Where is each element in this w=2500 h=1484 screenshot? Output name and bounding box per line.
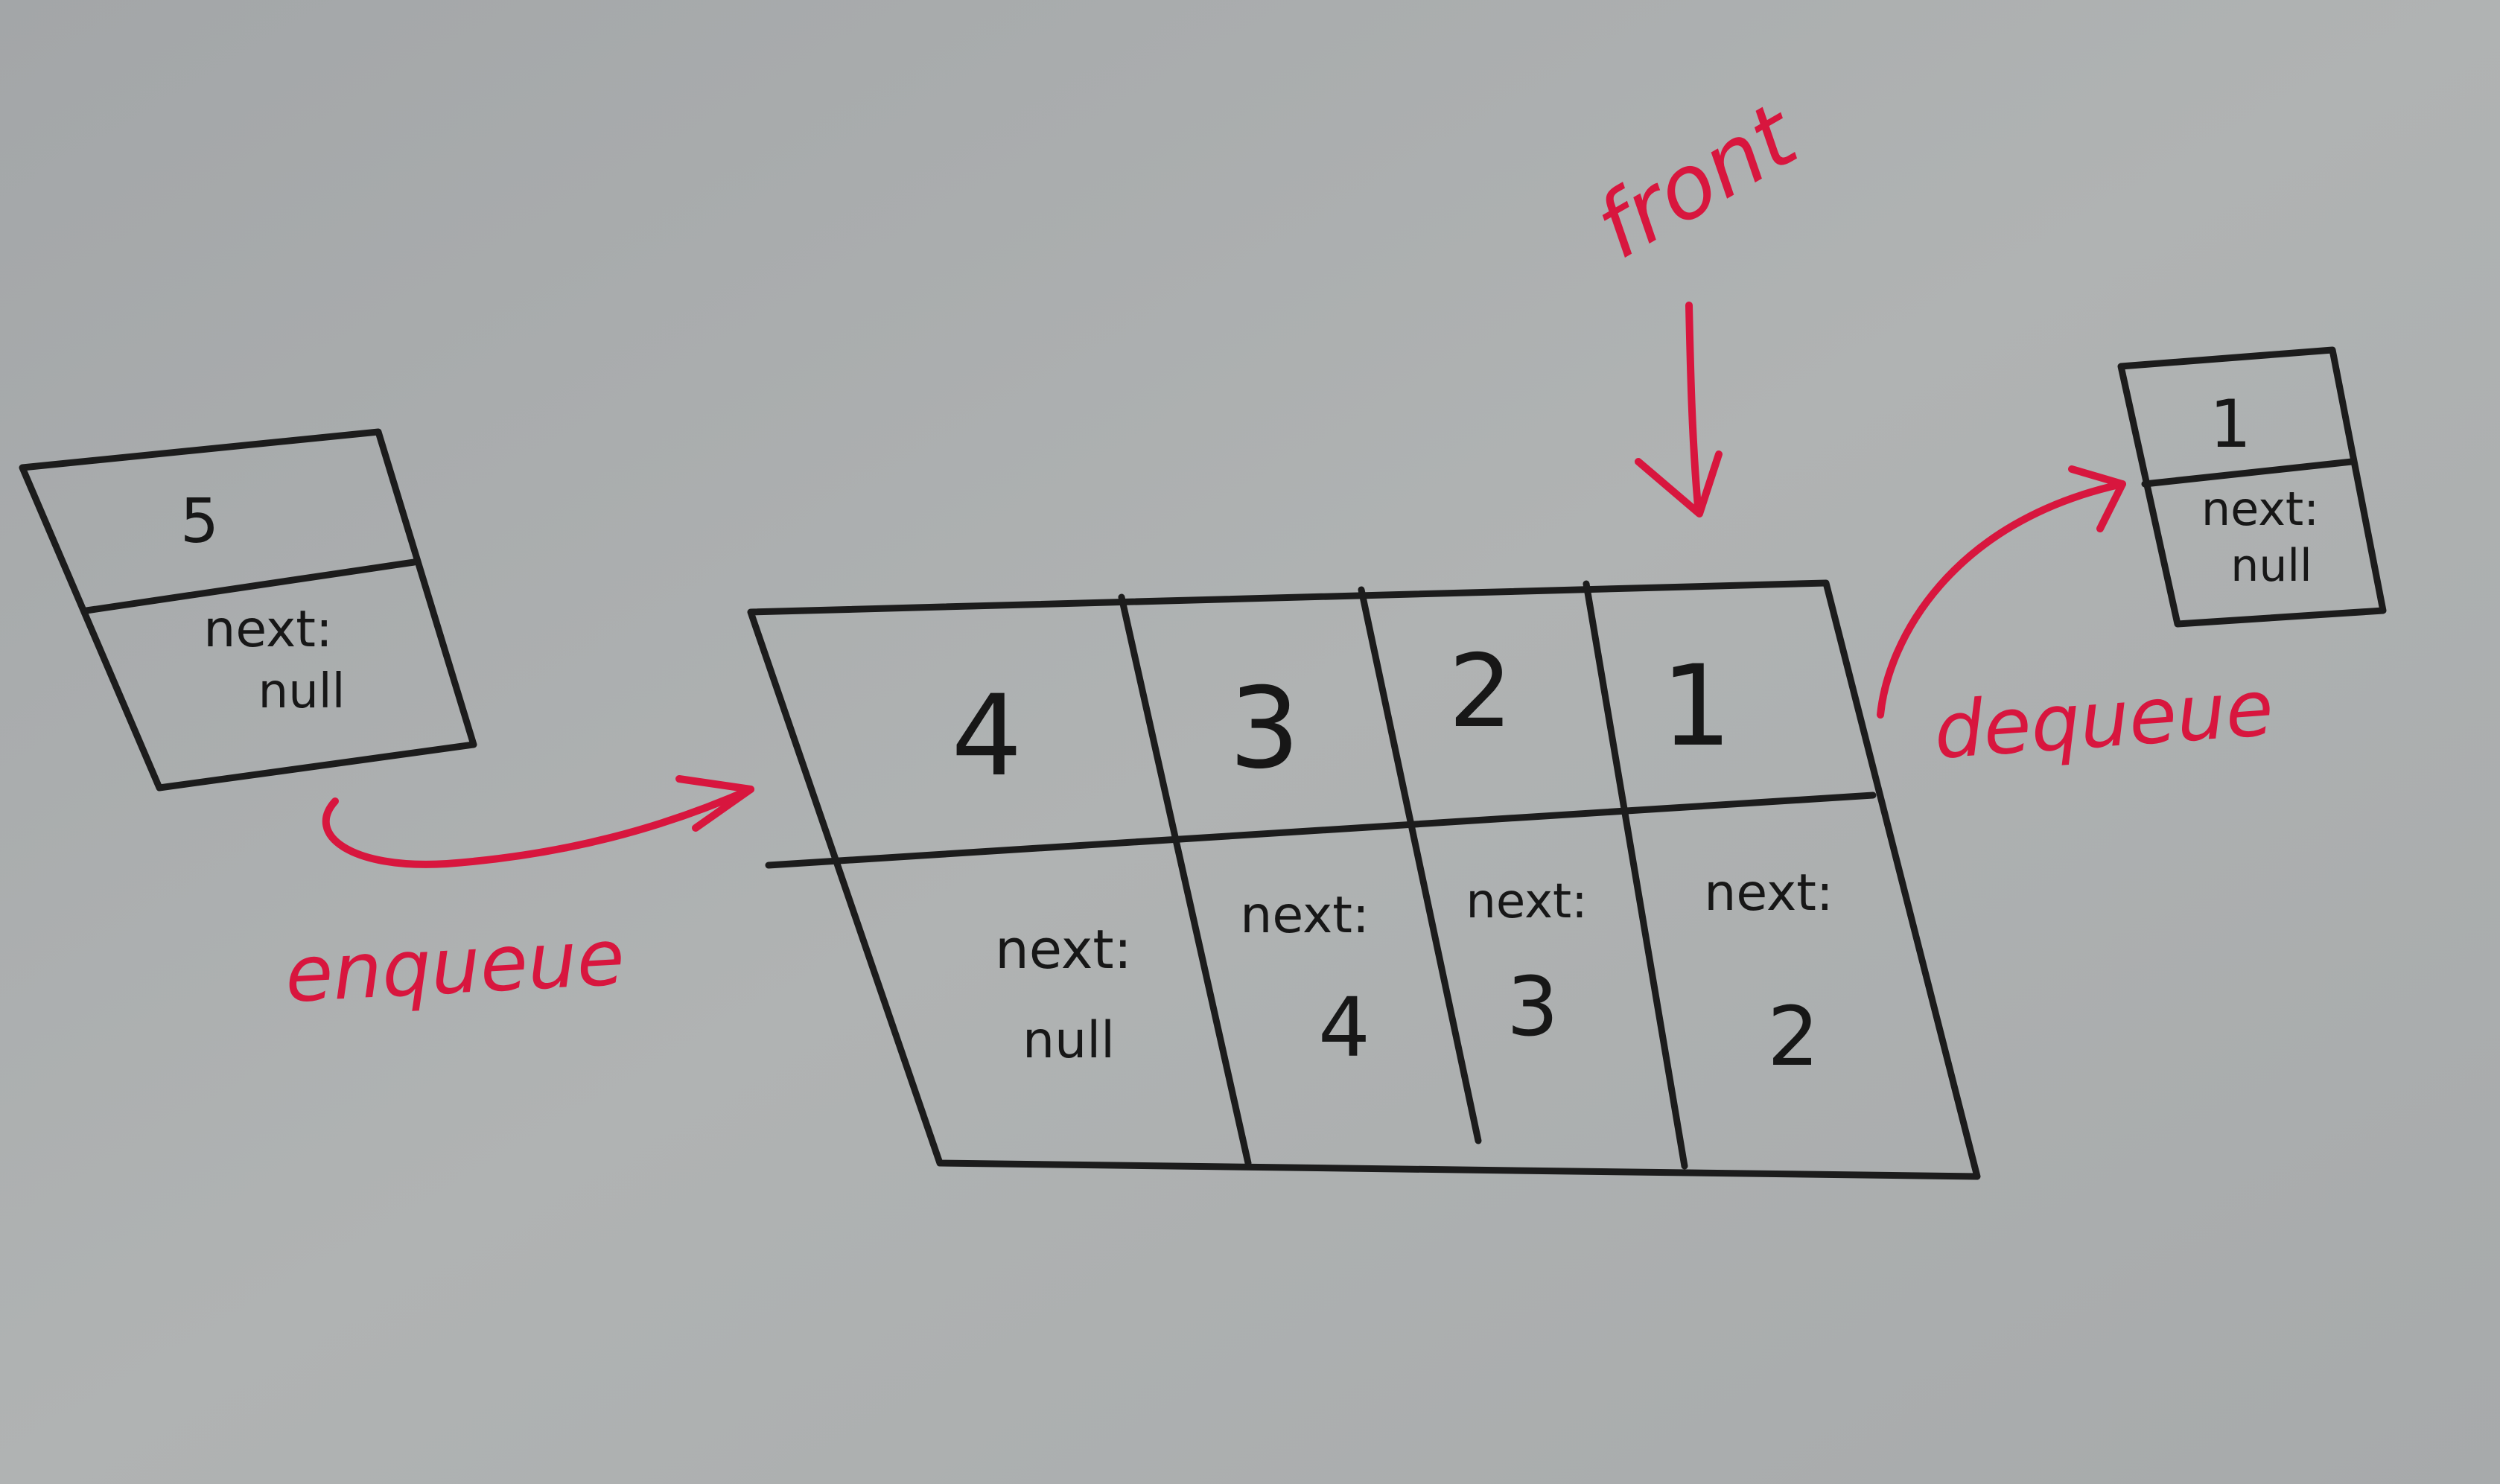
queue-divider-1 [1118,593,1252,1167]
removed-node-divider [2141,458,2356,488]
removed-node-value: 1 [2210,386,2251,462]
queue-divider-3 [1583,580,1688,1170]
queue-node-next-value: null [1022,1011,1115,1070]
queue-node-value: 3 [1229,664,1300,794]
incoming-node-next-value: null [258,664,346,719]
queue: 4 next: null 3 next: 4 2 next: 3 1 next:… [747,579,1981,1180]
queue-node: 2 next: 3 [1448,633,1588,1054]
incoming-node-divider [83,558,418,614]
queue-node: 4 next: null [951,672,1132,1070]
queue-horizontal-divider [765,792,1877,869]
removed-node-next-label: next: [2201,482,2319,536]
removed-node-outline [2117,346,2387,628]
dequeue-arrow [1877,465,2126,719]
queue-node-next-value: 4 [1318,980,1370,1075]
queue-node-next-value: 3 [1507,959,1559,1054]
queue-divider-2 [1358,586,1482,1144]
queue-node-value: 2 [1448,633,1513,750]
queue-node-value: 4 [951,672,1022,801]
queue-node-value: 1 [1661,642,1731,771]
queue-outline [747,579,1981,1180]
queue-node-next-label: next: [1240,886,1370,945]
queue-node: 3 next: 4 [1229,664,1370,1075]
queue-node: 1 next: 2 [1661,642,1833,1084]
enqueue-arrow [322,775,754,868]
incoming-node-outline [19,428,477,792]
front-arrow [1635,302,1723,518]
queue-node-next-label: next: [1466,874,1587,929]
removed-node-next-value: null [2230,540,2312,592]
enqueue-label: enqueue [283,911,626,1020]
queue-node-next-value: 2 [1767,989,1819,1084]
incoming-node: 5 next: null [19,428,477,792]
incoming-node-next-label: next: [203,600,333,659]
incoming-node-value: 5 [180,486,219,557]
removed-node: 1 next: null [2117,346,2387,628]
queue-node-next-label: next: [995,918,1132,981]
queue-node-next-label: next: [1704,864,1833,923]
